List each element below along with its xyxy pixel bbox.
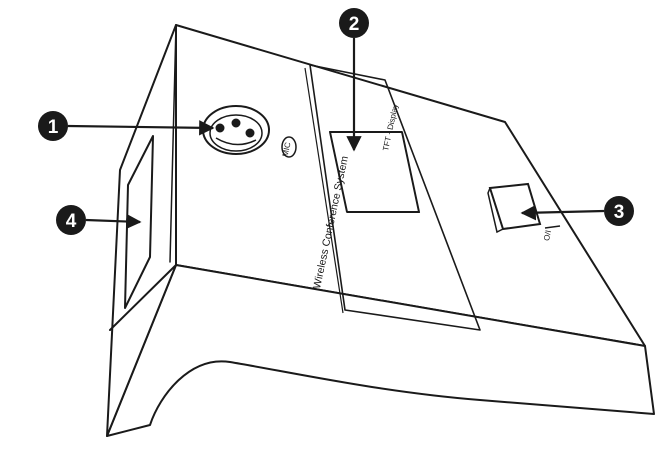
display-recess-inner — [304, 67, 344, 314]
tft-display-screen — [328, 131, 421, 213]
switch-mark: O/I — [542, 229, 553, 241]
display-recess — [309, 64, 481, 331]
callout-number-1: 1 — [48, 117, 59, 138]
callout-arrow-3 — [520, 204, 605, 221]
device-front-face — [106, 264, 655, 437]
callout-number-3: 3 — [614, 202, 625, 223]
callout-badge-1: 1 — [38, 111, 68, 141]
device-edge-line — [169, 24, 177, 263]
device-edge-line — [109, 264, 177, 331]
callout-badge-2: 2 — [339, 8, 369, 38]
callout-arrow-1 — [67, 120, 215, 136]
callout-badge-3: 3 — [604, 196, 634, 226]
mic-indicator: MIC — [281, 136, 297, 158]
microphone-socket — [202, 105, 270, 155]
mic-label: MIC — [281, 141, 293, 157]
callout-number-2: 2 — [349, 14, 360, 35]
callout-arrow-4 — [85, 213, 142, 230]
callout-number-4: 4 — [66, 211, 77, 232]
callout-badge-4: 4 — [56, 205, 86, 235]
